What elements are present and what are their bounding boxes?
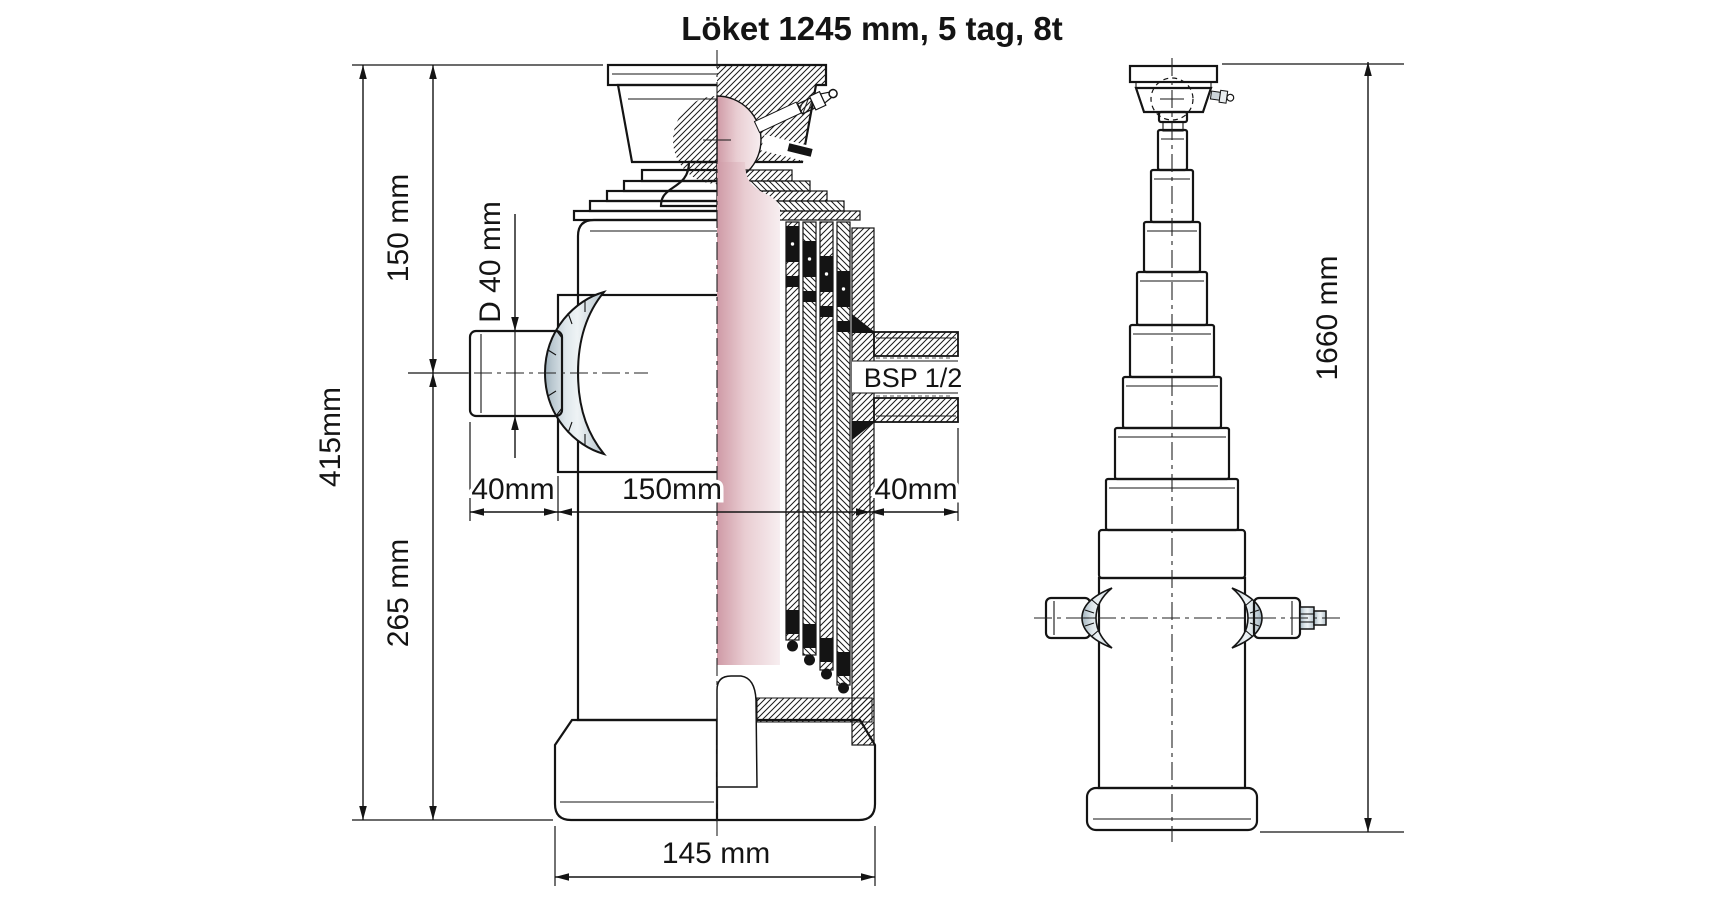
body-width-label: 150mm [622,473,722,506]
base-width-label: 145 mm [662,837,770,870]
gland-seals-top [786,226,850,332]
lower-height-label: 265 mm [382,539,415,647]
dimensions-extended: 1660 mm [1222,62,1404,833]
pin-diameter-label: D 40 mm [474,201,507,323]
dimensions-collapsed: 415mm 150 mm 265 mm D 40 mm 40mm 150mm 4… [311,64,961,886]
base-section [715,718,877,822]
outer-tube [576,218,717,722]
stage-rings [572,168,717,222]
plunger-cone-section [717,162,780,215]
port-thread-label: BSP 1/2 [864,363,963,393]
top-plate [606,63,717,87]
nested-tube-sections [785,221,875,746]
plunger-rod-section [717,207,780,665]
collapsed-view-figure: BSP 1/2 [442,50,965,838]
ball-socket-cup [616,83,717,164]
top-plate [1128,64,1219,84]
grease-nipple-icon [796,88,838,115]
upper-height-label: 150 mm [382,174,415,282]
drawing-title: Löket 1245 mm, 5 tag, 8t [681,10,1062,47]
port-length-label: 40mm [874,473,957,506]
section-half: BSP 1/2 [673,63,965,822]
pin-length-label: 40mm [471,473,554,506]
extended-view-figure [1034,58,1344,842]
ball-socket-cup [1134,86,1213,114]
extended-height-label: 1660 mm [1311,255,1344,380]
hidden-ball-outline [1150,77,1194,121]
inner-tube-bottom [716,675,758,788]
bottom-gland-section [756,697,873,723]
overall-height-label: 415mm [314,387,347,487]
hydraulic-port-section: BSP 1/2 [852,314,965,440]
grease-nipple-icon [1209,89,1235,104]
gland-seals-bottom [786,610,850,694]
base [553,718,717,822]
piston-neck [659,160,717,208]
